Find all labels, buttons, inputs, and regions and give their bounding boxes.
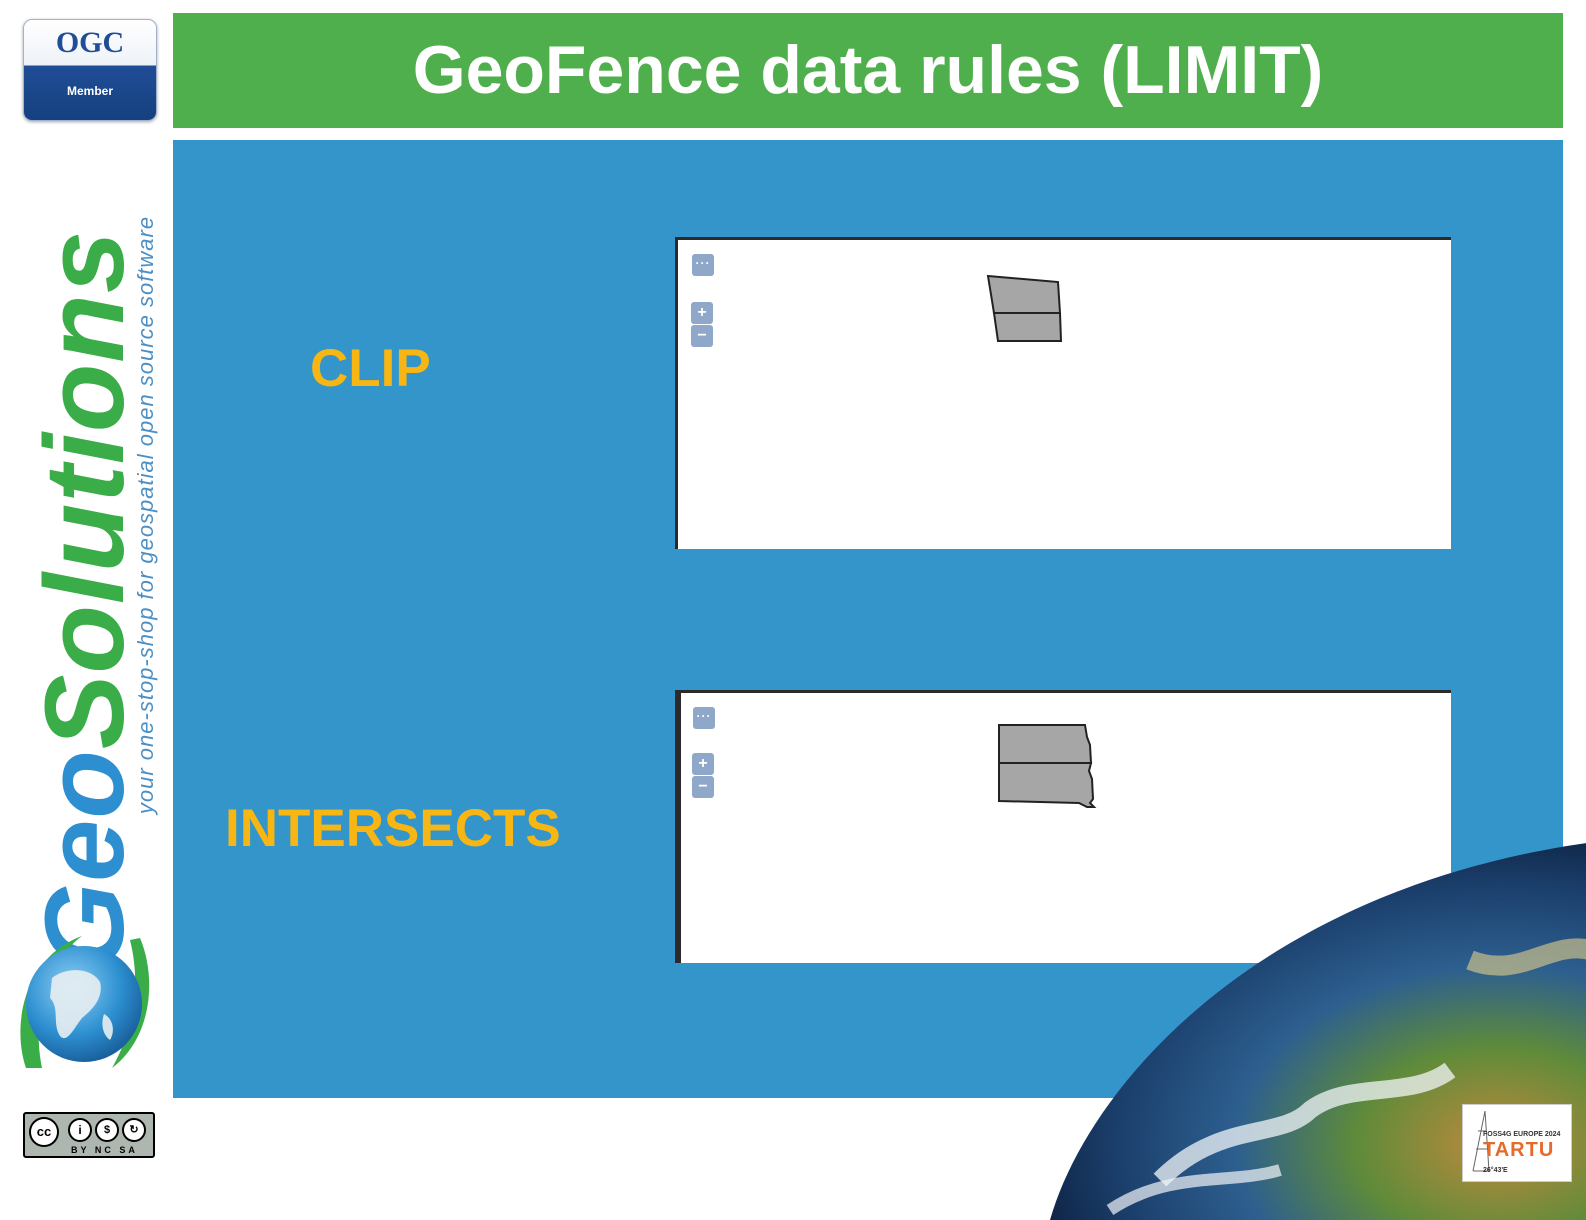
brand-tagline: your one-stop-shop for geospatial open s…: [133, 215, 158, 815]
lighthouse-icon: [1472, 1110, 1490, 1172]
nc-icon: $: [95, 1118, 119, 1142]
title-bar: GeoFence data rules (LIMIT): [173, 13, 1563, 128]
by-icon: i: [68, 1118, 92, 1142]
zoom-out-button[interactable]: −: [692, 776, 714, 798]
cc-icon: cc: [29, 1117, 59, 1147]
event-city: TARTU: [1483, 1139, 1555, 1161]
clip-map-view[interactable]: ··· + −: [675, 237, 1451, 549]
slide-title: GeoFence data rules (LIMIT): [412, 32, 1324, 108]
foss4g-event-badge: FOSS4G EUROPE 2024 TARTU 26°43'E: [1462, 1104, 1572, 1182]
brand-name-solutions: Solutions: [22, 229, 147, 750]
clip-label: CLIP: [310, 339, 431, 398]
event-coordinate: 26°43'E: [1483, 1167, 1508, 1174]
globe-icon: [20, 936, 150, 1068]
event-name: FOSS4G EUROPE 2024: [1483, 1131, 1561, 1138]
sa-icon: ↻: [122, 1118, 146, 1142]
zoom-out-button[interactable]: −: [691, 325, 713, 347]
layer-switcher-icon[interactable]: ···: [692, 254, 714, 276]
zoom-in-button[interactable]: +: [691, 302, 713, 324]
intersecting-geometry: [998, 724, 1097, 808]
intersects-label: INTERSECTS: [225, 799, 561, 858]
cc-license-label: BY NC SA: [71, 1145, 138, 1155]
ogc-logo-text: OGC: [55, 26, 125, 59]
intersects-map-view[interactable]: ··· + −: [675, 690, 1451, 963]
zoom-in-button[interactable]: +: [692, 753, 714, 775]
clipped-geometry: [986, 274, 1063, 342]
brand-logotype: GeoSolutions: [22, 230, 147, 970]
layer-switcher-icon[interactable]: ···: [693, 707, 715, 729]
ogc-member-badge: OGC Member: [23, 19, 157, 121]
ogc-member-label: Member: [66, 84, 113, 98]
cc-license-badge: cc i $ ↻ BY NC SA: [23, 1112, 155, 1158]
